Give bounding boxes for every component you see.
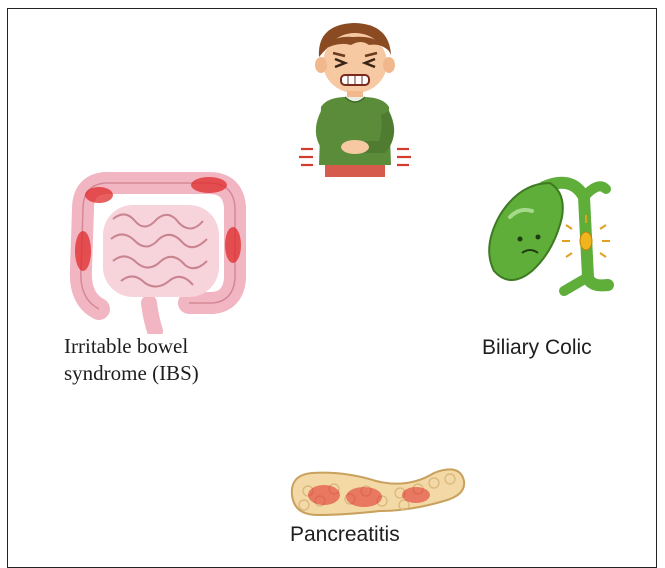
- biliary-colic-label: Biliary Colic: [482, 336, 592, 360]
- figure-frame: Irritable bowel syndrome (IBS) Biliary C…: [7, 8, 657, 568]
- pancreas-icon: [284, 455, 468, 527]
- ibs-label-line1: Irritable bowel: [64, 333, 199, 360]
- boy-abdominal-pain-icon: [291, 15, 421, 180]
- ibs-label-line2: syndrome (IBS): [64, 360, 199, 387]
- gallbladder-icon: [480, 167, 620, 302]
- ibs-label: Irritable bowel syndrome (IBS): [64, 333, 199, 387]
- intestines-icon: [69, 169, 249, 334]
- pancreatitis-label: Pancreatitis: [290, 523, 400, 547]
